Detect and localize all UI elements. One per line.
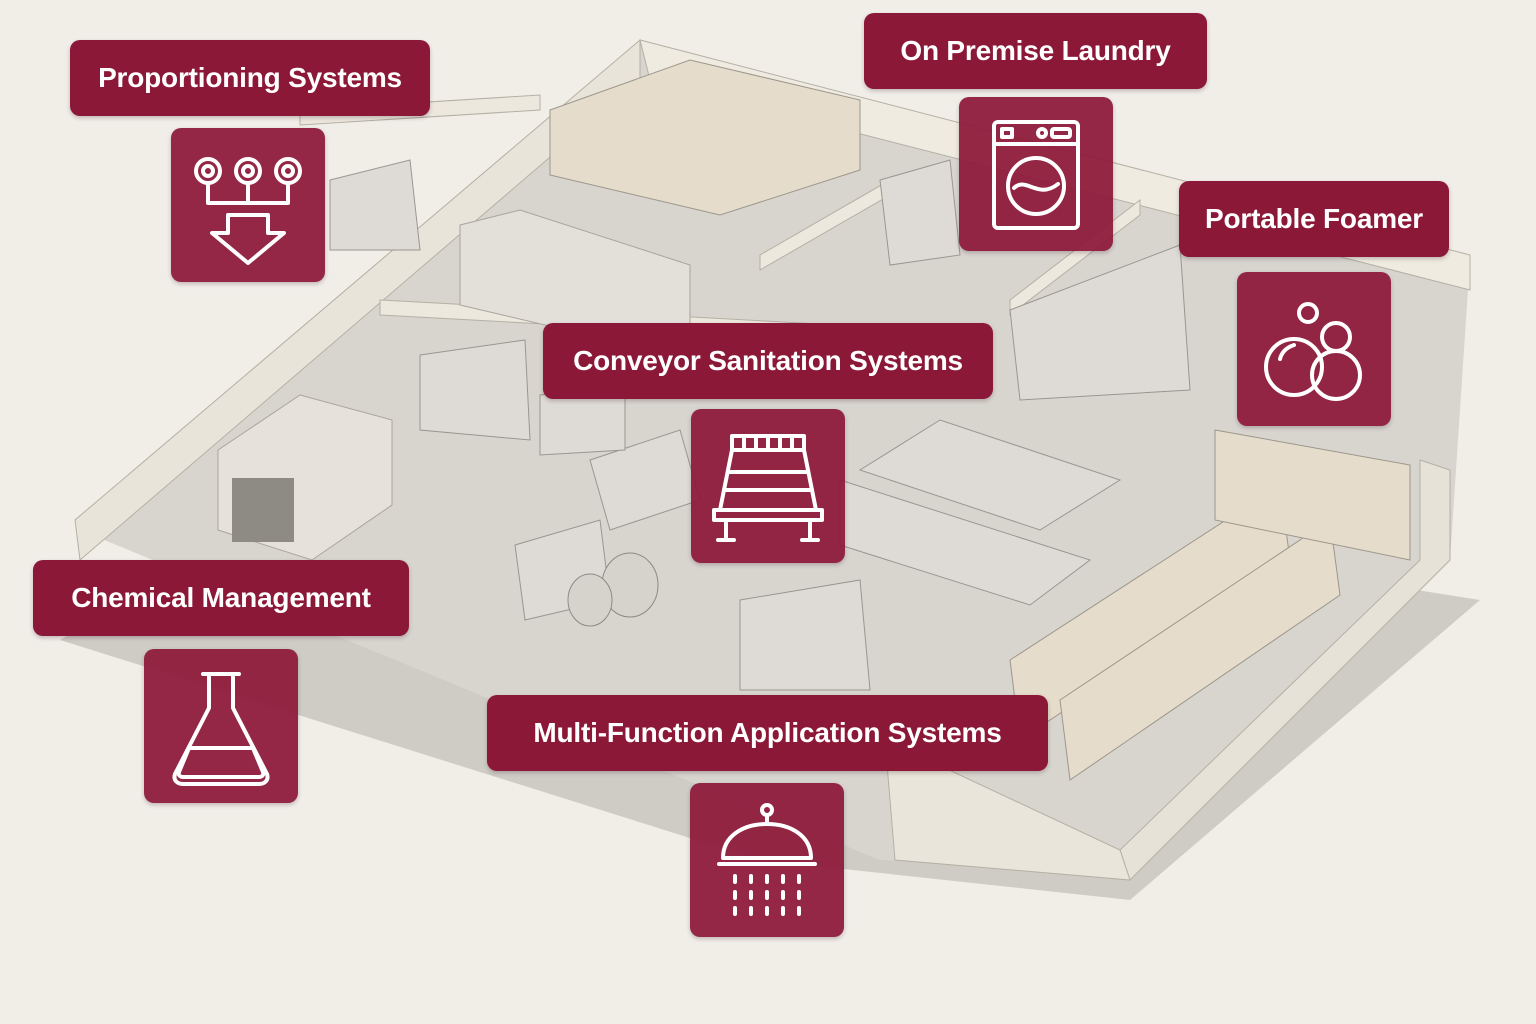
wall-bottom-front xyxy=(884,739,1131,881)
mixing-tank xyxy=(567,573,613,627)
bubbles-icon xyxy=(1264,302,1362,401)
portable-foamer-label[interactable]: Portable Foamer xyxy=(1179,181,1449,257)
proportioning-systems-label[interactable]: Proportioning Systems xyxy=(70,40,430,116)
washing-machine-icon xyxy=(992,120,1080,230)
warehouse-racks xyxy=(549,59,1411,781)
on-premise-laundry-icon-tile[interactable] xyxy=(959,97,1113,251)
shower-head-icon xyxy=(717,803,817,916)
multi-function-application-systems-icon-tile[interactable] xyxy=(690,783,844,937)
proportioning-systems-icon-tile[interactable] xyxy=(171,128,325,282)
portable-foamer-icon-tile[interactable] xyxy=(1237,272,1391,426)
conveyor-sanitation-systems-icon-tile[interactable] xyxy=(691,409,845,563)
on-premise-laundry-label[interactable]: On Premise Laundry xyxy=(864,13,1207,89)
flask-icon xyxy=(172,672,270,786)
multi-function-application-systems-label[interactable]: Multi-Function Application Systems xyxy=(487,695,1048,771)
conveyor-sanitation-systems-label[interactable]: Conveyor Sanitation Systems xyxy=(543,323,993,399)
roller-door xyxy=(232,478,294,542)
conveyor-icon xyxy=(712,434,824,542)
chemical-management-label[interactable]: Chemical Management xyxy=(33,560,409,636)
proportioning-valves-icon xyxy=(194,157,302,265)
chemical-management-icon-tile[interactable] xyxy=(144,649,298,803)
